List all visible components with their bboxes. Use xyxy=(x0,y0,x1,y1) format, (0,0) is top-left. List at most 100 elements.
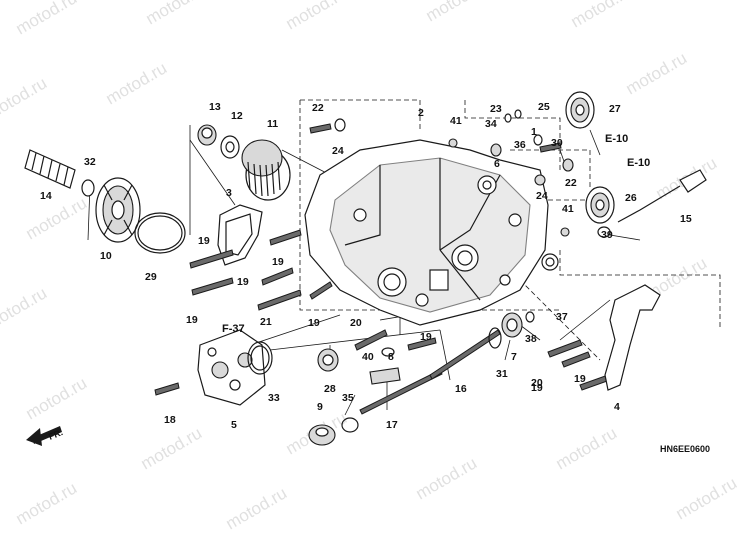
callout-number: 5 xyxy=(231,419,237,431)
callout-number: 24 xyxy=(536,190,548,202)
callout-number: 19 xyxy=(574,373,586,385)
watermark-text: motod.ru xyxy=(568,0,636,31)
seal-28-hole xyxy=(322,354,334,366)
callout-number: 27 xyxy=(609,103,621,115)
watermark-text: motod.ru xyxy=(23,193,91,243)
watermark-text: motod.ru xyxy=(23,373,91,423)
plug-24 xyxy=(534,174,546,186)
callout-number: 39 xyxy=(601,229,613,241)
ref-label-f37: F-37 xyxy=(222,323,245,335)
callout-number: 25 xyxy=(538,101,550,113)
watermark-text: motod.ru xyxy=(413,453,481,503)
callout-number: 30 xyxy=(551,137,563,149)
washer-37 xyxy=(525,311,535,323)
callout-number: 19 xyxy=(531,382,543,394)
watermark-text: motod.ru xyxy=(623,48,691,98)
callout-number: 22 xyxy=(312,102,324,114)
transmission-case xyxy=(304,139,559,326)
callout-number: 10 xyxy=(100,250,112,262)
watermark-text: motod.ru xyxy=(138,423,206,473)
callout-number: 16 xyxy=(455,383,467,395)
callout-number: 9 xyxy=(317,401,323,413)
seal-hole xyxy=(225,141,235,153)
callout-number: 7 xyxy=(511,351,517,363)
ref-label-e10-top: E-10 xyxy=(605,133,628,145)
callout-number: 20 xyxy=(350,317,362,329)
oil-filter xyxy=(241,139,291,201)
bearing-26 xyxy=(585,186,615,224)
callout-number: 19 xyxy=(308,317,320,329)
watermark-text: motod.ru xyxy=(553,423,621,473)
callout-number: 19 xyxy=(420,331,432,343)
callout-number: 3 xyxy=(226,187,232,199)
callout-number: 40 xyxy=(362,351,374,363)
callout-number: 11 xyxy=(267,118,278,130)
washer-top xyxy=(334,118,346,132)
callout-number: 29 xyxy=(145,271,157,283)
watermark-text: motod.ru xyxy=(423,0,491,25)
watermark-text: motod.ru xyxy=(143,0,211,28)
bolts xyxy=(189,229,611,391)
watermark-text: motod.ru xyxy=(223,483,291,533)
callout-number: 6 xyxy=(494,158,500,170)
callout-number: 31 xyxy=(496,368,508,380)
callout-number: 41 xyxy=(450,115,462,127)
callout-number: 37 xyxy=(556,311,568,323)
diagram-code: HN6EE0600 xyxy=(660,444,710,454)
bearing-27 xyxy=(565,91,595,129)
watermark-text: motod.ru xyxy=(673,473,737,523)
callout-number: 24 xyxy=(332,145,344,157)
callout-number: 13 xyxy=(209,101,221,113)
callout-number: 8 xyxy=(388,351,394,363)
o-ring-31 xyxy=(488,327,502,349)
part-8 xyxy=(369,367,401,385)
mount-bracket xyxy=(604,284,661,391)
assembly-guide-lines xyxy=(299,99,721,361)
callout-number: 32 xyxy=(84,156,96,168)
long-bolt-17 xyxy=(359,369,443,415)
bolt-top xyxy=(309,123,332,134)
callout-number: 26 xyxy=(625,192,637,204)
callout-number: 19 xyxy=(272,256,284,268)
callout-number: 19 xyxy=(237,276,249,288)
dowel-41b xyxy=(560,227,570,237)
cap xyxy=(197,124,217,146)
callout-number: 21 xyxy=(260,316,272,328)
callout-number: 17 xyxy=(386,419,398,431)
o-ring xyxy=(134,212,186,254)
gear xyxy=(501,312,523,338)
bolt-18 xyxy=(154,382,180,396)
washer-1 xyxy=(533,134,543,146)
washer xyxy=(81,179,95,197)
callout-number: 34 xyxy=(485,118,497,130)
washer-40 xyxy=(381,347,395,357)
bolt-30 xyxy=(539,142,562,153)
o-ring-33 xyxy=(247,341,273,375)
callout-number: 14 xyxy=(40,190,52,202)
front-arrow-icon xyxy=(26,426,62,446)
front-label: FR. xyxy=(47,427,64,442)
callout-number: 15 xyxy=(680,213,692,225)
callout-number: 36 xyxy=(514,139,526,151)
callout-layer: 1234567891011121314151617181919191919191… xyxy=(40,101,692,431)
callout-number: 18 xyxy=(164,414,176,426)
callout-number: 20 xyxy=(531,377,543,389)
shaft xyxy=(24,149,76,189)
sensor xyxy=(617,169,707,223)
seal xyxy=(220,135,240,159)
drive-pulley xyxy=(95,177,141,243)
callout-number: 12 xyxy=(231,110,243,122)
callout-number: 38 xyxy=(525,333,537,345)
washer-35 xyxy=(341,417,359,433)
watermark-text: motod.ru xyxy=(283,0,351,33)
watermark-text: motod.ru xyxy=(103,58,171,108)
thermo-plug xyxy=(308,424,336,446)
callout-number: 19 xyxy=(198,235,210,247)
watermark-text: motod.ru xyxy=(0,73,50,123)
watermark-text: motod.ru xyxy=(13,478,81,528)
washer-23 xyxy=(504,113,512,123)
nut-22 xyxy=(562,158,574,172)
watermark-text: motod.ru xyxy=(13,0,81,38)
